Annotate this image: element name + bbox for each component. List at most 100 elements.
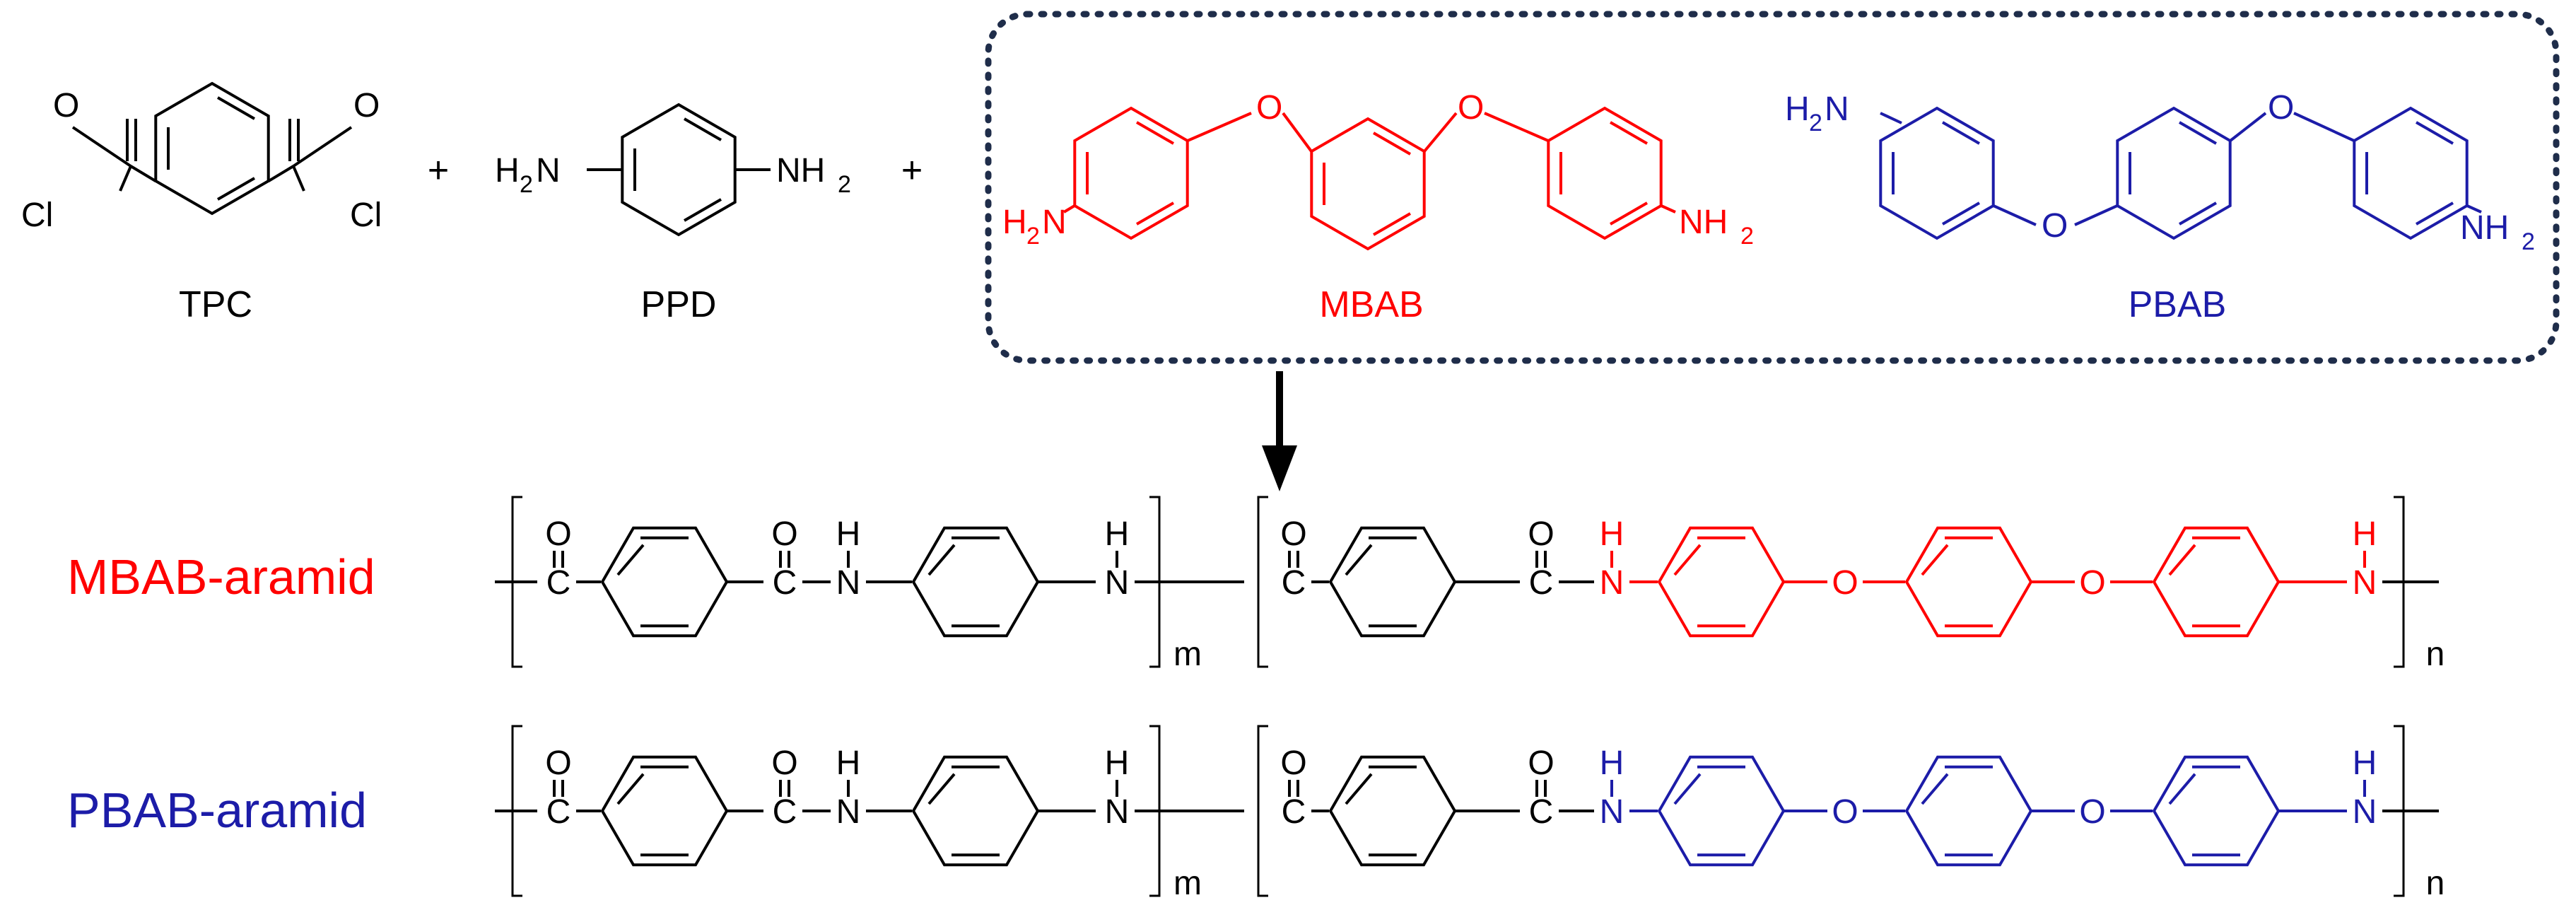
unit1-carbonyl-2-o: O	[771, 744, 797, 782]
repeat-m: m	[1173, 865, 1202, 902]
plus-sign-1: +	[428, 150, 449, 191]
unit2-carbonyl-1-o: O	[1280, 744, 1306, 782]
bracket-n-close	[2394, 725, 2405, 897]
mbab-label: MBAB	[1319, 284, 1423, 325]
unit1-amine-2-n: N	[1105, 564, 1130, 602]
unit1-ring-1	[600, 526, 729, 638]
unit1-carbonyl-2-o: O	[771, 515, 797, 553]
pbab-sub-right: 2	[2522, 228, 2535, 255]
unit1-amine-2-h: H	[1105, 744, 1130, 782]
unit2-amine-1-n: N	[1600, 564, 1624, 602]
repeat-n: n	[2426, 865, 2445, 902]
mbab-sub-left: 2	[1026, 223, 1040, 250]
unit2-carbonyl-2-o: O	[1528, 515, 1554, 553]
unit2-ring-2	[1657, 755, 1786, 867]
pbab-o-1: O	[2042, 207, 2068, 245]
pbab-nh-right: NH	[2460, 209, 2509, 247]
unit2-ring-1	[1328, 526, 1457, 638]
ppd-n-left: N	[536, 152, 561, 189]
unit2-ring-3	[1904, 526, 2033, 638]
unit2-carbonyl-1-c: C	[1282, 564, 1306, 602]
ether-o-1: O	[1832, 793, 1858, 831]
ppd-sub-right: 2	[838, 171, 851, 198]
unit2-carbonyl-1-c: C	[1282, 793, 1306, 831]
pbab-n-left: N	[1825, 90, 1849, 128]
unit2-amine-2-h: H	[2353, 744, 2377, 782]
mbab-sub-right: 2	[1740, 223, 1754, 250]
ppd-structure: H 2 N NH 2	[495, 103, 851, 236]
unit1-amine-1-n: N	[836, 793, 861, 831]
ppd-sub-left: 2	[520, 171, 533, 198]
tpc-cl-left: Cl	[21, 197, 53, 234]
unit2-ring-3	[1904, 755, 2033, 867]
unit2-amine-1-h: H	[1600, 515, 1624, 553]
unit2-ring-4	[2152, 526, 2281, 638]
unit2-carbonyl-2-c: C	[1529, 793, 1554, 831]
unit2-carbonyl-1-o: O	[1280, 515, 1306, 553]
unit1-carbonyl-2-c: C	[773, 564, 797, 602]
unit1-carbonyl-1-o: O	[545, 744, 571, 782]
reaction-arrow-icon	[1262, 371, 1297, 491]
mbab-aramid-label: MBAB-aramid	[67, 549, 375, 604]
unit1-amine-2-n: N	[1105, 793, 1130, 831]
pbab-o-2: O	[2268, 89, 2294, 127]
ether-o-1: O	[1832, 564, 1858, 602]
mbab-o-2: O	[1458, 89, 1484, 127]
unit1-carbonyl-2-c: C	[773, 793, 797, 831]
bracket-m-open	[511, 725, 522, 897]
repeat-n: n	[2426, 636, 2445, 673]
ppd-label: PPD	[641, 284, 717, 325]
pbab-label: PBAB	[2129, 284, 2227, 325]
mbab-h-left: H	[1002, 204, 1027, 241]
unit1-ring-1	[600, 755, 729, 867]
plus-sign-2: +	[901, 150, 923, 191]
bracket-n-close	[2394, 496, 2405, 668]
unit2-amine-2-n: N	[2353, 793, 2377, 831]
pbab-h-left: H	[1785, 90, 1810, 128]
comonomer-box	[985, 11, 2560, 364]
bracket-n-open	[1257, 725, 1268, 897]
repeat-m: m	[1173, 636, 1202, 673]
unit2-carbonyl-2-c: C	[1529, 564, 1554, 602]
tpc-label: TPC	[179, 284, 252, 325]
ether-o-2: O	[2079, 564, 2105, 602]
tpc-o-right: O	[353, 87, 380, 124]
unit2-ring-2	[1657, 526, 1786, 638]
ppd-nh-right: NH	[776, 152, 825, 189]
unit2-amine-2-h: H	[2353, 515, 2377, 553]
ppd-h-left: H	[495, 152, 520, 189]
pbab-sub-left: 2	[1809, 110, 1822, 136]
unit1-amine-1-h: H	[836, 744, 861, 782]
unit1-amine-2-h: H	[1105, 515, 1130, 553]
unit2-amine-1-n: N	[1600, 793, 1624, 831]
unit1-ring-2	[911, 755, 1040, 867]
mbab-structure: O O H 2 N NH 2	[1002, 89, 1754, 250]
pbab-aramid-label: PBAB-aramid	[67, 783, 367, 838]
tpc-cl-right: Cl	[350, 197, 382, 234]
unit1-carbonyl-1-c: C	[546, 793, 571, 831]
unit1-amine-1-n: N	[836, 564, 861, 602]
unit1-ring-2	[911, 526, 1040, 638]
unit2-carbonyl-2-o: O	[1528, 744, 1554, 782]
ether-o-2: O	[2079, 793, 2105, 831]
mbab-n-left: N	[1042, 204, 1067, 241]
unit2-amine-1-h: H	[1600, 744, 1624, 782]
tpc-structure: O O Cl Cl	[21, 82, 382, 234]
pbab-structure: H 2 N O O NH 2	[1785, 89, 2535, 255]
unit1-carbonyl-1-c: C	[546, 564, 571, 602]
mbab-nh-right: NH	[1679, 204, 1728, 241]
unit2-amine-2-n: N	[2353, 564, 2377, 602]
bracket-m-close	[1149, 725, 1161, 897]
bracket-m-close	[1149, 496, 1161, 668]
unit2-ring-1	[1328, 755, 1457, 867]
tpc-o-left: O	[53, 87, 79, 124]
bracket-m-open	[511, 496, 522, 668]
bracket-n-open	[1257, 496, 1268, 668]
unit1-carbonyl-1-o: O	[545, 515, 571, 553]
unit1-amine-1-h: H	[836, 515, 861, 553]
unit2-ring-4	[2152, 755, 2281, 867]
